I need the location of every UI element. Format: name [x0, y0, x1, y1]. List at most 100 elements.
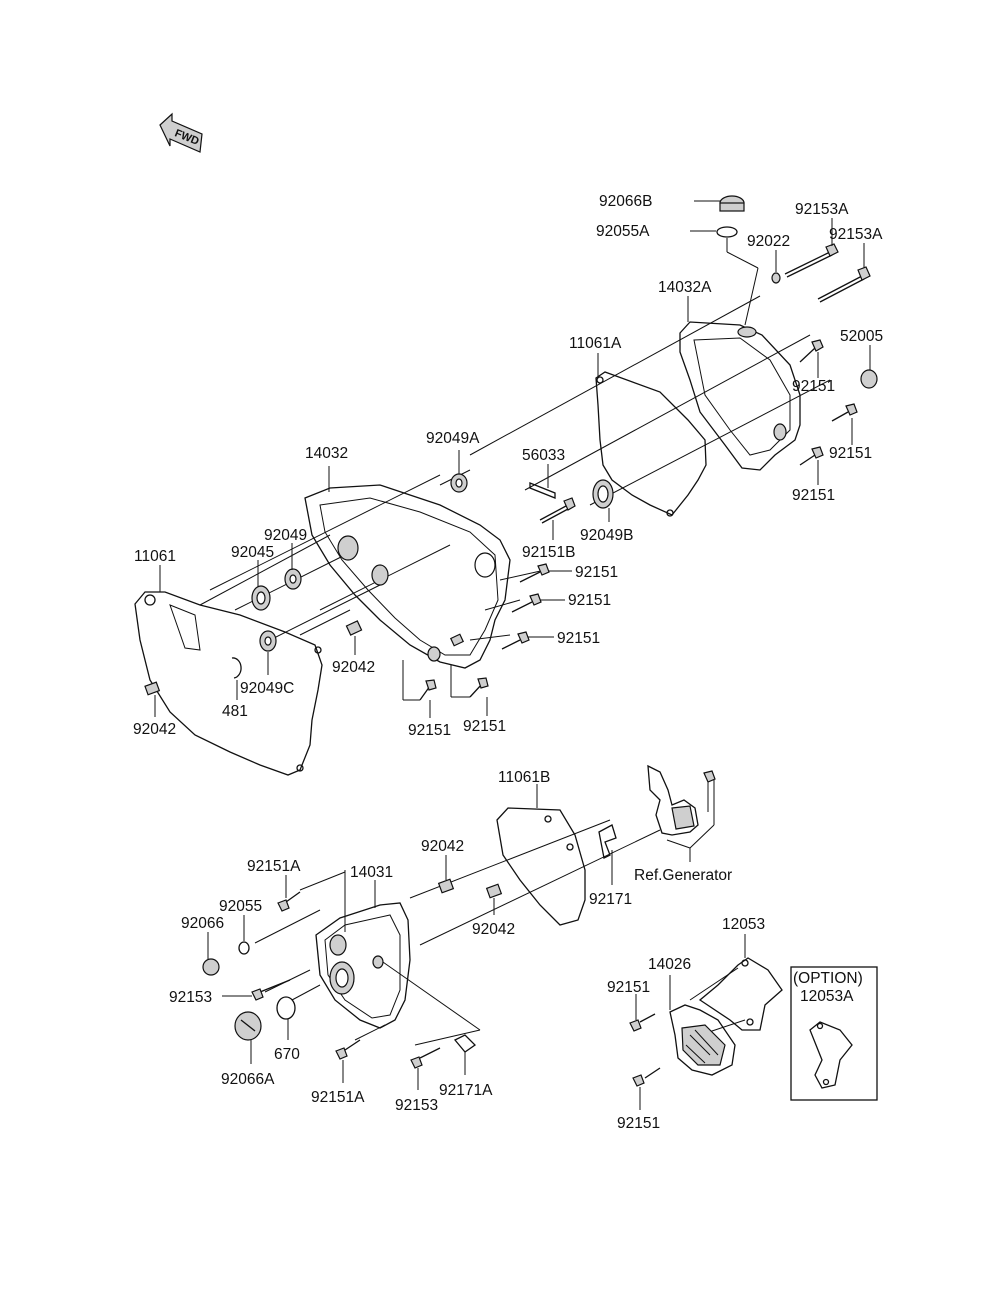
label-92151-d: 92151 — [575, 564, 618, 581]
cover-14032 — [304, 466, 511, 669]
label-92171: 92171 — [589, 891, 632, 908]
bolt-92151A-1 — [277, 875, 301, 912]
circlip-481 — [231, 657, 242, 700]
label-92151-g: 92151 — [408, 722, 451, 739]
guard-14026 — [669, 975, 736, 1076]
label-92153-b: 92153 — [395, 1097, 438, 1114]
label-11061B: 11061B — [498, 769, 550, 786]
cap-92066B — [694, 195, 745, 212]
label-option: (OPTION) — [793, 970, 863, 987]
label-92151B: 92151B — [522, 544, 575, 561]
label-92151-b: 92151 — [829, 445, 872, 462]
label-11061A: 11061A — [569, 335, 622, 352]
label-92153A-2: 92153A — [829, 226, 883, 243]
label-56033: 56033 — [522, 447, 565, 464]
plug-52005 — [860, 345, 878, 389]
bolt-92151-b — [831, 403, 858, 445]
dowel-92042-b — [144, 681, 161, 717]
plug-92066A — [234, 1011, 262, 1064]
bolt-92153-b — [410, 1047, 441, 1090]
label-92151A-1: 92151A — [247, 858, 301, 875]
label-92151-j: 92151 — [617, 1115, 660, 1132]
label-92151-c: 92151 — [792, 487, 835, 504]
dowel-92042-c — [437, 855, 455, 894]
o-ring-92055 — [238, 915, 250, 955]
label-92042-a: 92042 — [332, 659, 375, 676]
label-14031: 14031 — [350, 864, 393, 881]
o-ring-92055A — [690, 226, 759, 326]
label-92042-b: 92042 — [133, 721, 176, 738]
clamp-92171 — [598, 824, 617, 885]
bearing-92045 — [251, 560, 271, 611]
seal-92049B — [592, 479, 614, 522]
plug-92066 — [202, 932, 220, 976]
seal-92049A — [450, 450, 468, 493]
label-92045: 92045 — [231, 544, 274, 561]
label-92066: 92066 — [181, 915, 224, 932]
label-92055A: 92055A — [596, 223, 650, 240]
label-92049B: 92049B — [580, 527, 633, 544]
bolt-92151-g — [402, 660, 437, 718]
bolt-92151-h — [450, 665, 489, 716]
o-ring-670 — [276, 996, 296, 1040]
label-92042-c: 92042 — [421, 838, 464, 855]
label-92151-a: 92151 — [792, 378, 835, 395]
gasket-11061A — [595, 353, 707, 517]
label-92171A: 92171A — [439, 1082, 493, 1099]
cover-14032A — [679, 296, 801, 471]
label-92151-i: 92151 — [607, 979, 650, 996]
bolt-92151A-2 — [335, 1039, 361, 1083]
bolt-92153A-2 — [817, 243, 871, 303]
seal-92049 — [284, 543, 302, 590]
bolt-92151-f — [501, 631, 554, 650]
label-481: 481 — [222, 703, 248, 720]
gasket-11061 — [134, 565, 323, 776]
option-box — [790, 966, 878, 1101]
label-92022: 92022 — [747, 233, 790, 250]
fwd-arrow-icon: FWD — [159, 112, 203, 153]
bolt-92151-a — [799, 339, 824, 378]
label-14032: 14032 — [305, 445, 348, 462]
bolt-92151-i — [629, 994, 656, 1032]
label-92066B: 92066B — [599, 193, 652, 210]
cover-14031 — [315, 870, 411, 1029]
label-92049C: 92049C — [240, 680, 294, 697]
label-92151-h: 92151 — [463, 718, 506, 735]
clamp-92171A — [453, 1034, 477, 1075]
dowel-92042-d — [485, 883, 503, 915]
label-92055: 92055 — [219, 898, 262, 915]
washer-92022 — [771, 250, 781, 284]
label-92151-f: 92151 — [557, 630, 600, 647]
plate-56033 — [529, 464, 556, 499]
dowel-92042-a — [345, 620, 363, 655]
label-14026: 14026 — [648, 956, 691, 973]
bolt-92151-c — [799, 446, 824, 485]
bolt-92151B — [539, 497, 576, 540]
gasket-11061B — [496, 784, 586, 926]
label-92049: 92049 — [264, 527, 307, 544]
bolt-92153A-1 — [784, 218, 839, 278]
label-92042-d: 92042 — [472, 921, 515, 938]
generator-bracket — [647, 764, 716, 862]
bolt-92153-a — [222, 979, 291, 1001]
bolt-92151-j — [632, 1067, 661, 1110]
label-52005: 52005 — [840, 328, 883, 345]
label-12053: 12053 — [722, 916, 765, 933]
bolt-92151-d — [519, 563, 572, 583]
bolt-92151-e — [511, 593, 565, 613]
label-92151A-2: 92151A — [311, 1089, 365, 1106]
label-92151-e: 92151 — [568, 592, 611, 609]
seal-92049C — [259, 630, 277, 675]
label-14032A: 14032A — [658, 279, 712, 296]
label-670: 670 — [274, 1046, 300, 1063]
label-92066A: 92066A — [221, 1071, 275, 1088]
label-92049A: 92049A — [426, 430, 480, 447]
label-ref-generator: Ref.Generator — [634, 867, 732, 884]
label-12053A: 12053A — [800, 988, 854, 1005]
plate-12053 — [689, 934, 783, 1036]
label-92153A-1: 92153A — [795, 201, 849, 218]
label-92153-a: 92153 — [169, 989, 212, 1006]
label-11061: 11061 — [134, 548, 176, 565]
dowel-inner-cover — [449, 633, 465, 647]
